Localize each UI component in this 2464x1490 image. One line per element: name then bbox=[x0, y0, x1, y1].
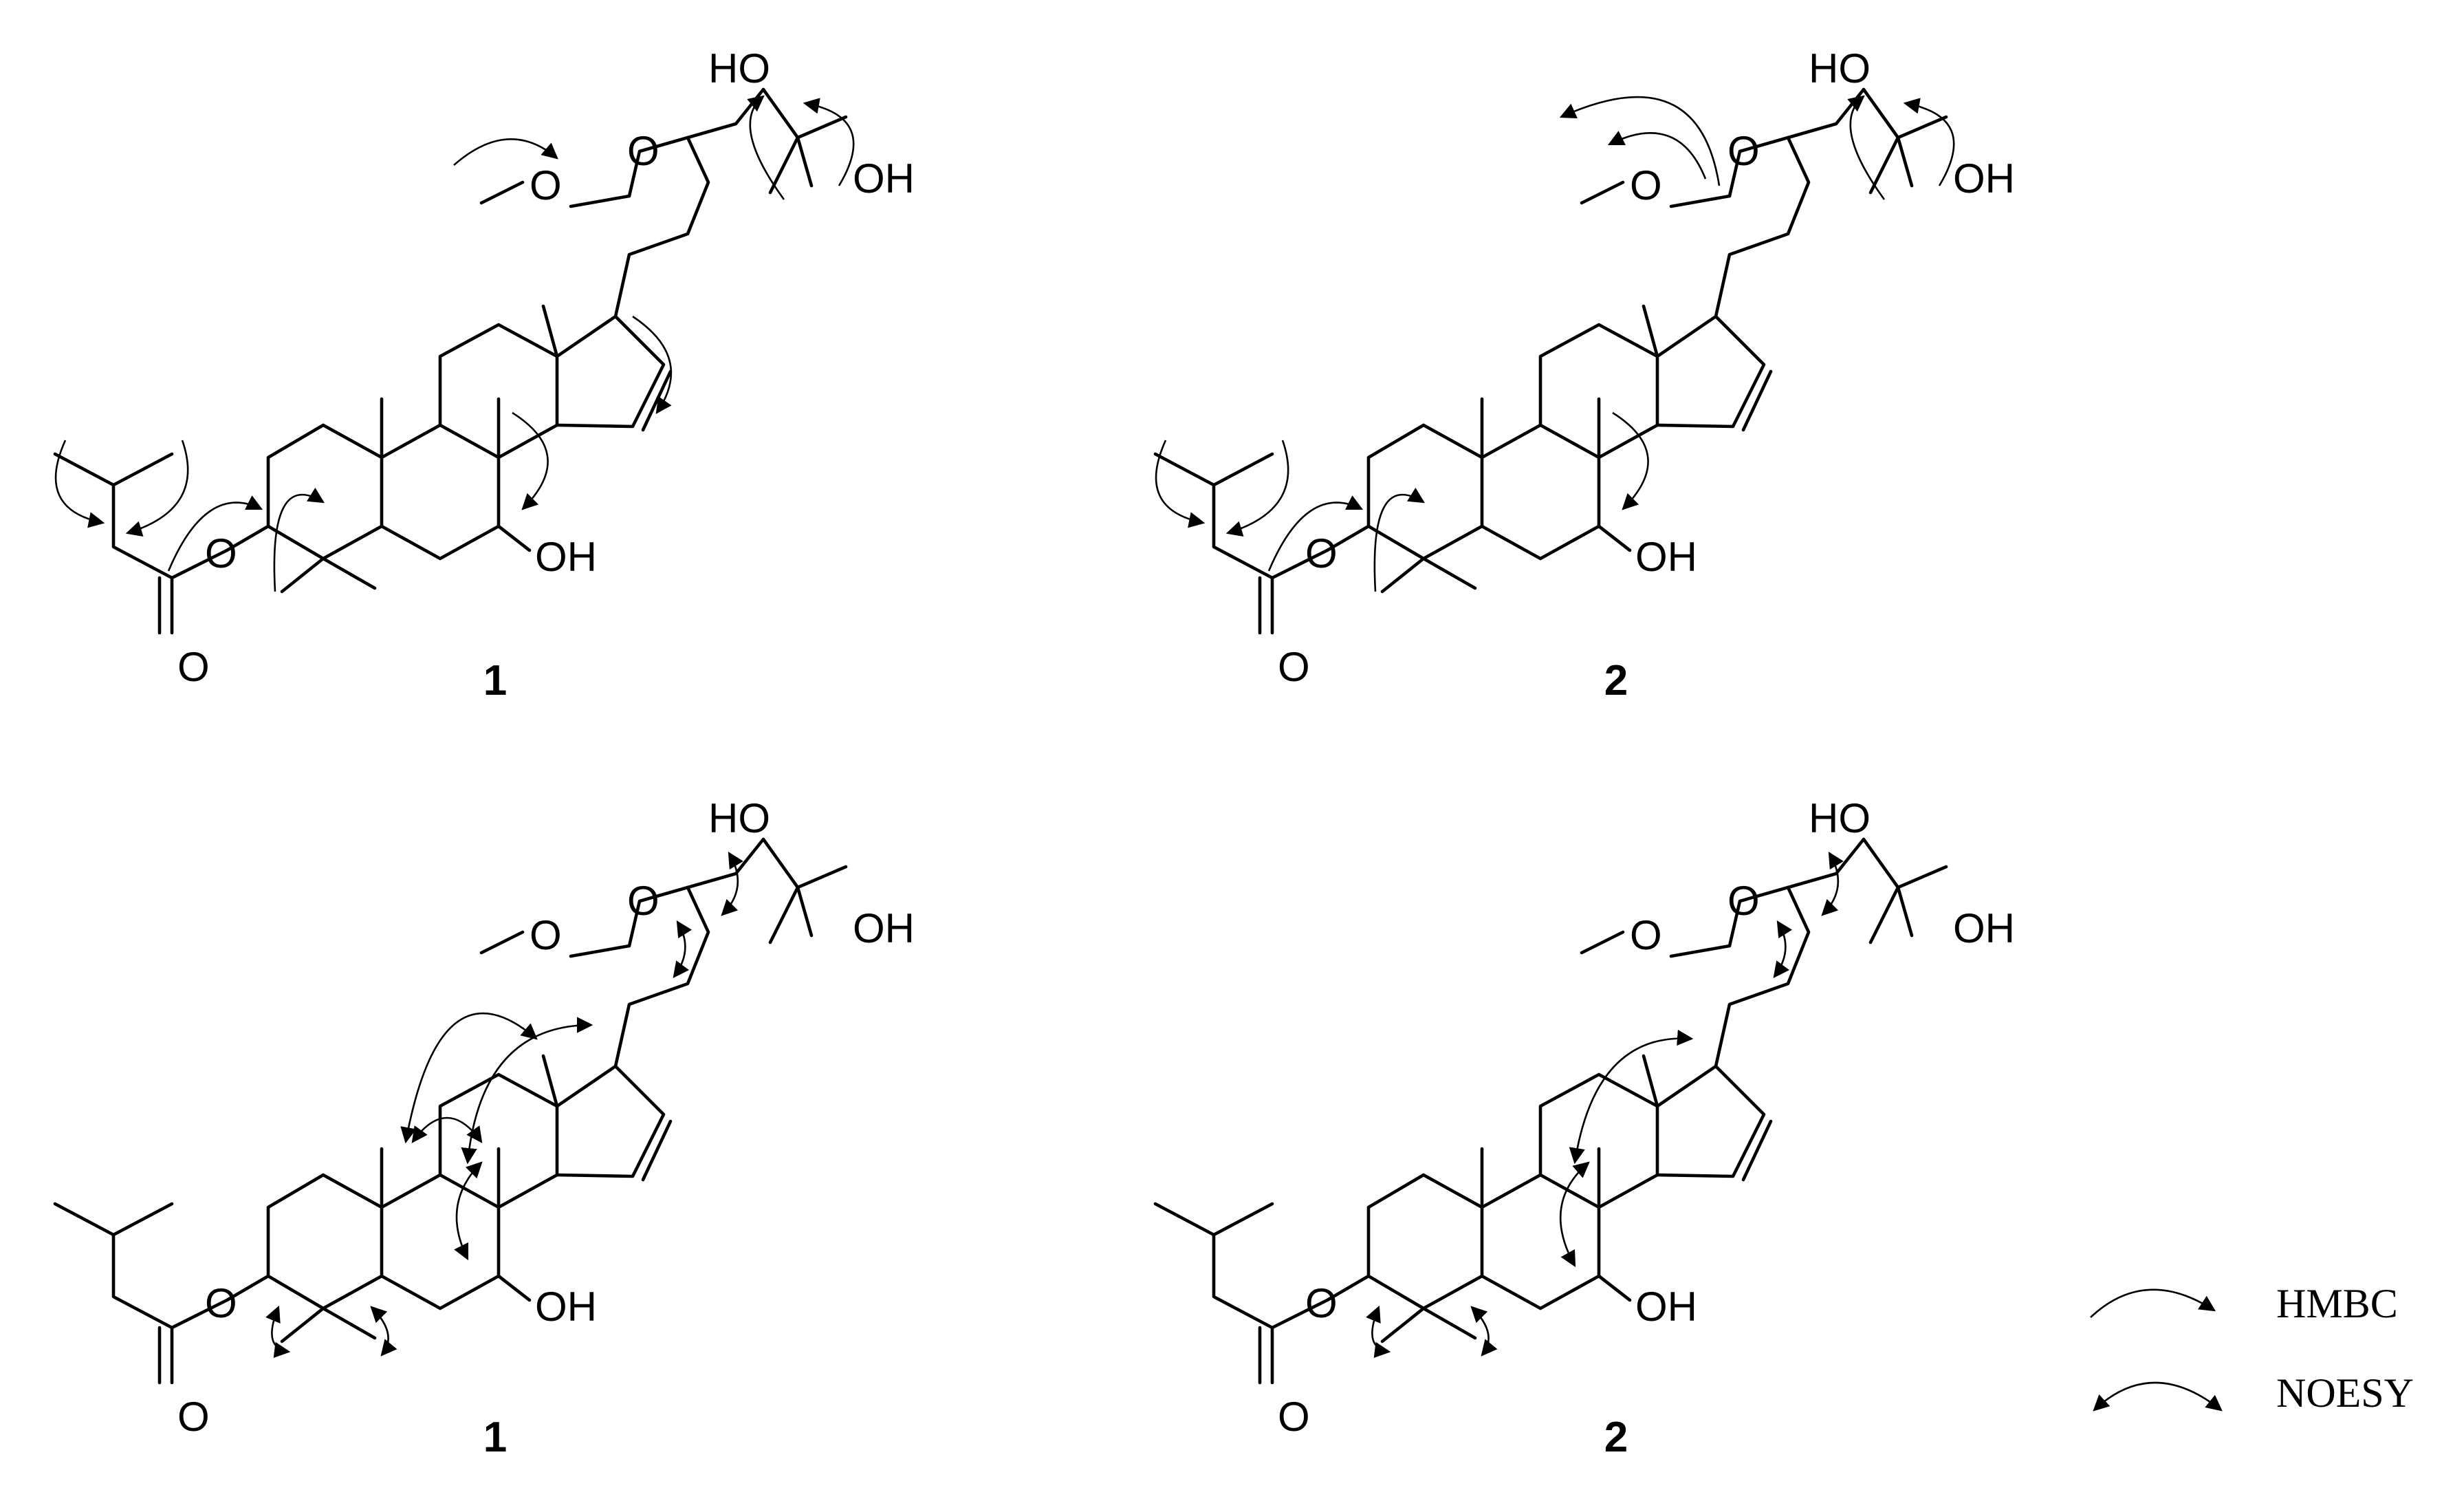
hmbc-arrow bbox=[1903, 98, 1955, 186]
hmbc-arrow bbox=[1612, 411, 1649, 510]
carbonyl-oxygen-label: O bbox=[177, 1394, 210, 1440]
hydroxyl-top-label: HO bbox=[1809, 795, 1871, 841]
compound-number-label: 1 bbox=[483, 1414, 507, 1461]
structure-1-hmbc: O O OH O O HO OH bbox=[55, 45, 915, 690]
hmbc-arrow bbox=[1155, 440, 1206, 528]
c7-hydroxyl-label: OH bbox=[1635, 534, 1697, 580]
hmbc-legend-arrow bbox=[2090, 1288, 2216, 1318]
legend-noesy-label: NOESY bbox=[2276, 1370, 2414, 1416]
hydroxyl-right-label: OH bbox=[853, 905, 915, 951]
ester-oxygen-label: O bbox=[1305, 1280, 1338, 1326]
noesy-arrow bbox=[265, 1305, 291, 1358]
ester-oxygen-label: O bbox=[205, 1280, 237, 1326]
ring-oxygen-label: O bbox=[1727, 128, 1760, 174]
hmbc-arrow bbox=[125, 440, 189, 537]
ring-oxygen-label: O bbox=[1727, 878, 1760, 924]
ester-oxygen-label: O bbox=[1305, 530, 1338, 576]
ester-oxygen-label: O bbox=[205, 530, 237, 576]
structure-2-noesy: O O OH O O HO OH bbox=[1155, 795, 2015, 1440]
carbonyl-oxygen-label: O bbox=[177, 644, 210, 690]
ethoxy-oxygen-label: O bbox=[1630, 912, 1662, 958]
compound-number-label: 2 bbox=[1604, 657, 1628, 704]
ring-oxygen-label: O bbox=[627, 128, 659, 174]
noesy-arrow bbox=[454, 1161, 483, 1261]
noesy-arrow bbox=[370, 1306, 397, 1357]
hmbc-arrow bbox=[1847, 95, 1886, 200]
hydroxyl-top-label: HO bbox=[1809, 45, 1871, 91]
c7-hydroxyl-label: OH bbox=[1635, 1284, 1697, 1330]
hmbc-arrow bbox=[453, 138, 558, 166]
noesy-arrow bbox=[673, 920, 693, 978]
noesy-arrow bbox=[721, 851, 743, 916]
noesy-arrow bbox=[1773, 920, 1793, 978]
ring-oxygen-label: O bbox=[627, 878, 659, 924]
ethoxy-oxygen-label: O bbox=[530, 162, 562, 208]
hmbc-arrow bbox=[1267, 495, 1364, 572]
carbonyl-oxygen-label: O bbox=[1278, 644, 1310, 690]
hmbc-arrow bbox=[803, 98, 855, 186]
noesy-arrow bbox=[1821, 851, 1844, 916]
noesy-arrow bbox=[1366, 1305, 1391, 1358]
structure-1-noesy: O O OH O O HO OH bbox=[55, 795, 915, 1440]
hydroxyl-top-label: HO bbox=[708, 795, 770, 841]
hydroxyl-right-label: OH bbox=[1953, 905, 2015, 951]
c7-hydroxyl-label: OH bbox=[535, 534, 597, 580]
c7-hydroxyl-label: OH bbox=[535, 1284, 597, 1330]
hmbc-arrow bbox=[1607, 131, 1707, 180]
hmbc-arrow bbox=[1559, 96, 1721, 186]
hmbc-arrow bbox=[167, 495, 263, 572]
hydroxyl-right-label: OH bbox=[853, 155, 915, 202]
noesy-arrow bbox=[461, 1017, 593, 1165]
noesy-arrow bbox=[400, 1012, 538, 1144]
noesy-arrow bbox=[1569, 1029, 1694, 1165]
compound-number-label: 2 bbox=[1604, 1414, 1628, 1461]
carbonyl-oxygen-label: O bbox=[1278, 1394, 1310, 1440]
hmbc-arrow bbox=[512, 411, 549, 510]
noesy-arrow bbox=[1559, 1161, 1590, 1268]
noesy-arrow bbox=[1470, 1306, 1498, 1357]
legend-hmbc-label: HMBC bbox=[2276, 1281, 2398, 1326]
hmbc-arrow bbox=[54, 440, 105, 528]
hmbc-arrow bbox=[1373, 487, 1425, 592]
hmbc-arrow bbox=[1225, 440, 1289, 537]
hmbc-arrow bbox=[747, 95, 785, 200]
compound-number-label: 1 bbox=[483, 657, 507, 704]
hmbc-arrow bbox=[632, 315, 673, 414]
hydroxyl-top-label: HO bbox=[708, 45, 770, 91]
noesy-legend-arrow bbox=[2093, 1381, 2223, 1412]
legend: HMBC NOESY bbox=[2090, 1281, 2414, 1416]
structure-2-hmbc: O O OH O O HO OH bbox=[1155, 45, 2015, 690]
ethoxy-oxygen-label: O bbox=[1630, 162, 1662, 208]
hydroxyl-right-label: OH bbox=[1953, 155, 2015, 202]
ethoxy-oxygen-label: O bbox=[530, 912, 562, 958]
hmbc-arrow bbox=[273, 487, 325, 592]
